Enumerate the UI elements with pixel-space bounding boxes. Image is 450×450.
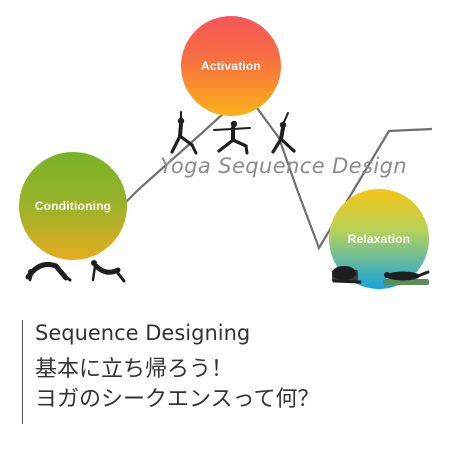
banner-title: Yoga Sequence Design [160,154,408,178]
heading-block: Sequence Designing 基本に立ち帰ろう！ ヨガのシークエンスって… [22,320,432,424]
conditioning-label: Conditioning [34,199,112,213]
heading-japanese-line-2: ヨガのシークエンスって何？ [35,387,320,412]
forward-fold-figure [332,266,362,284]
activation-label: Activation [200,59,261,73]
cow-pose-figure [91,260,126,283]
heading-japanese-line-1: 基本に立ち帰ろう！ [35,357,234,382]
conditioning-circle: Conditioning [19,152,127,260]
lunge-pose-figure [213,120,251,155]
heading-english: Sequence Designing [35,321,251,345]
activation-circle: Activation [181,16,281,116]
warrior-pose-figure [170,111,198,155]
supine-twist-figure [383,270,430,285]
triangle-pose-figure [271,112,296,154]
relaxation-label: Relaxation [347,232,411,246]
cat-pose-figure [25,261,72,282]
